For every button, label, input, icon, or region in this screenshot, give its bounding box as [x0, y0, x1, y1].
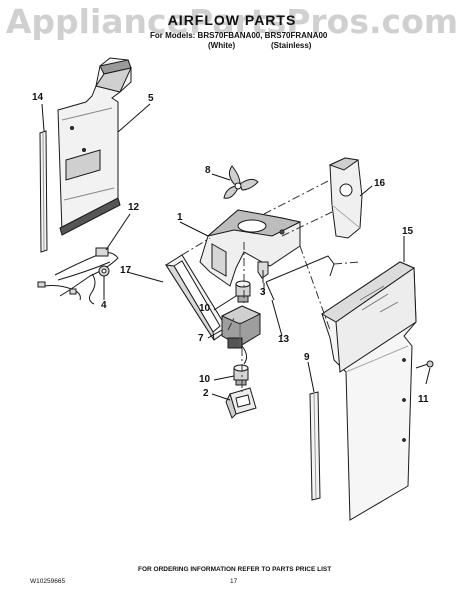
callout-15: 15: [402, 226, 414, 237]
part-2-bracket: [225, 387, 257, 419]
callout-5: 5: [148, 93, 154, 104]
part-7-fan-motor: [220, 305, 262, 365]
callout-13: 13: [278, 334, 290, 345]
part-13-rod: [265, 255, 335, 301]
callout-7: 7: [198, 333, 204, 344]
part-15-rear-panel: [321, 261, 417, 521]
page-number: 17: [230, 578, 238, 585]
callout-17: 17: [120, 265, 132, 276]
watermark-text: AppliancePartsPros.com: [5, 2, 459, 41]
variant-stainless: (Stainless): [271, 41, 312, 50]
part-8-fan-blade: [223, 165, 259, 199]
part-16-cover: [328, 157, 363, 239]
callout-14: 14: [32, 92, 44, 103]
callout-10-upper: 10: [199, 303, 211, 314]
part-10-bushing-lower: [233, 364, 249, 386]
part-11-screw: [415, 360, 434, 369]
part-9-strip: [309, 391, 321, 501]
part-5-air-duct: [57, 57, 132, 236]
part-10-bushing-upper: [235, 280, 251, 303]
callout-2: 2: [203, 388, 209, 399]
part-4-grommet: [98, 265, 110, 277]
callout-11: 11: [418, 394, 429, 405]
part-17-gasket-frame: [165, 254, 229, 341]
callout-1: 1: [177, 212, 183, 223]
models-line: For Models: BRS70FBANA00, BRS70FRANA00: [150, 31, 328, 40]
part-14-strip: [39, 130, 48, 253]
callout-leaders: [41, 103, 431, 401]
ordering-note: FOR ORDERING INFORMATION REFER TO PARTS …: [138, 566, 332, 573]
assembly-guide-lines: [181, 179, 361, 392]
callout-4: 4: [101, 300, 107, 311]
document-number: W10259665: [30, 578, 66, 585]
callout-16: 16: [374, 178, 386, 189]
callout-3: 3: [260, 287, 266, 298]
part-3-clip: [257, 261, 269, 283]
part-12-wire-harness: [37, 247, 119, 305]
callout-8: 8: [205, 165, 211, 176]
page-title: AIRFLOW PARTS: [167, 12, 297, 28]
part-1-fan-housing: [199, 209, 302, 287]
callout-9: 9: [304, 352, 310, 363]
variant-white: (White): [208, 41, 236, 50]
callout-10-lower: 10: [199, 374, 211, 385]
callout-12: 12: [128, 202, 140, 213]
